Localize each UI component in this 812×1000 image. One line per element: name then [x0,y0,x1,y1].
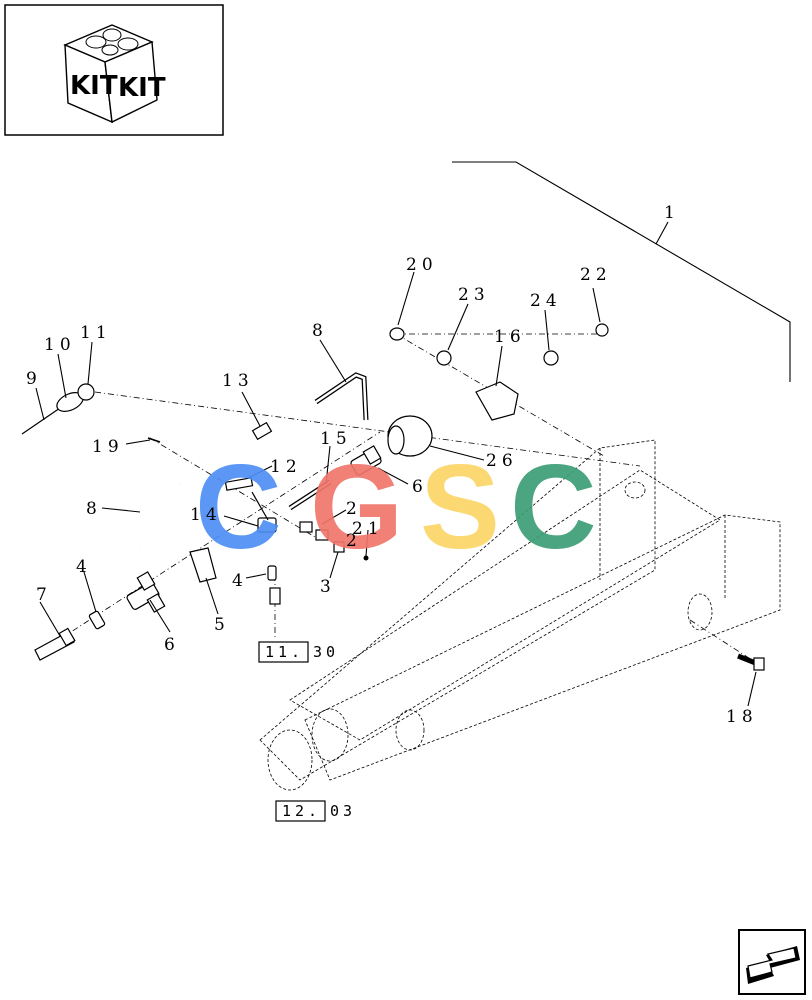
part-13-fitting [251,421,273,441]
leader-1 [655,221,669,245]
callout-10: 10 [44,335,76,355]
part-4-fitting-b [267,565,277,581]
callout-11: 11 [80,323,112,343]
watermark-letter: G [310,440,403,574]
part-4-fitting-a [88,610,106,630]
callout-16: 16 [494,327,526,347]
watermark-letter: C [195,440,282,574]
assembly-bracket [452,161,791,382]
part-22-nut [595,323,609,337]
part-24-washer [543,350,559,366]
watermark-letter: S [420,440,500,574]
callout-1: 1 [664,203,680,223]
callout-4-left: 4 [76,557,92,577]
reference-boxed-text: 12. [282,802,321,820]
watermark: C G S C [195,440,597,574]
callout-5: 5 [214,615,230,635]
callout-26: 26 [486,451,518,471]
callout-6-lower: 6 [164,635,180,655]
callouts: 1 20 23 24 22 16 8 11 10 9 13 19 15 26 1… [26,203,758,727]
callout-9: 9 [26,369,42,389]
callout-6-upper: 6 [412,477,428,497]
part-18-bolt [737,653,765,671]
callout-19: 19 [92,437,124,457]
part-5-bracket [189,547,217,583]
callout-14: 14 [190,505,222,525]
part-16-bracket [475,381,519,421]
part-14-valve [251,491,277,533]
callout-22: 22 [580,265,612,285]
part-7-fitting [34,627,76,661]
reference-fitting [269,587,281,605]
callout-3: 3 [320,577,336,597]
part-3-clip [333,541,345,553]
part-26-accumulator [387,415,433,457]
boom-frame [259,439,781,791]
part-9-sensor [21,383,95,435]
callout-24: 24 [530,291,562,311]
next-page-arrow-icon[interactable] [738,929,806,995]
callout-13: 13 [222,371,254,391]
watermark-letter: C [510,440,597,574]
callout-12: 12 [270,457,302,477]
reference-11-30[interactable]: 11. 30 [258,641,339,663]
reference-12-03[interactable]: 12. 03 [275,800,356,822]
part-12-plate [224,477,254,491]
callout-8-lower: 8 [86,499,102,519]
part-2-clip-a [299,521,313,533]
reference-suffix-text: 03 [330,802,356,820]
callout-2-lower: 2 [346,531,362,551]
parts [21,323,765,671]
part-23-washer [436,350,452,366]
callout-8-upper: 8 [312,321,328,341]
part-2-clip-b [315,529,329,541]
callout-20: 20 [406,255,438,275]
kit-right-label: KIT [118,73,166,103]
callout-18: 18 [726,707,758,727]
kit-left-label: KIT [70,71,118,101]
callout-7: 7 [36,585,52,605]
callout-2-upper: 2 [346,499,362,519]
callout-23: 23 [458,285,490,305]
leader-lines [35,271,757,707]
part-21-bolt [363,555,369,561]
part-6-tee-a [126,571,166,613]
part-20-nut [389,327,405,341]
part-19-screw [147,437,161,443]
reference-boxed-text: 11. [265,643,304,661]
part-6-tee-b [350,445,382,476]
callout-21: 21 [352,519,384,539]
kit-icon: KIT KIT [4,4,224,136]
reference-suffix-text: 30 [313,643,339,661]
callout-15: 15 [320,429,352,449]
callout-4-right: 4 [232,571,248,591]
